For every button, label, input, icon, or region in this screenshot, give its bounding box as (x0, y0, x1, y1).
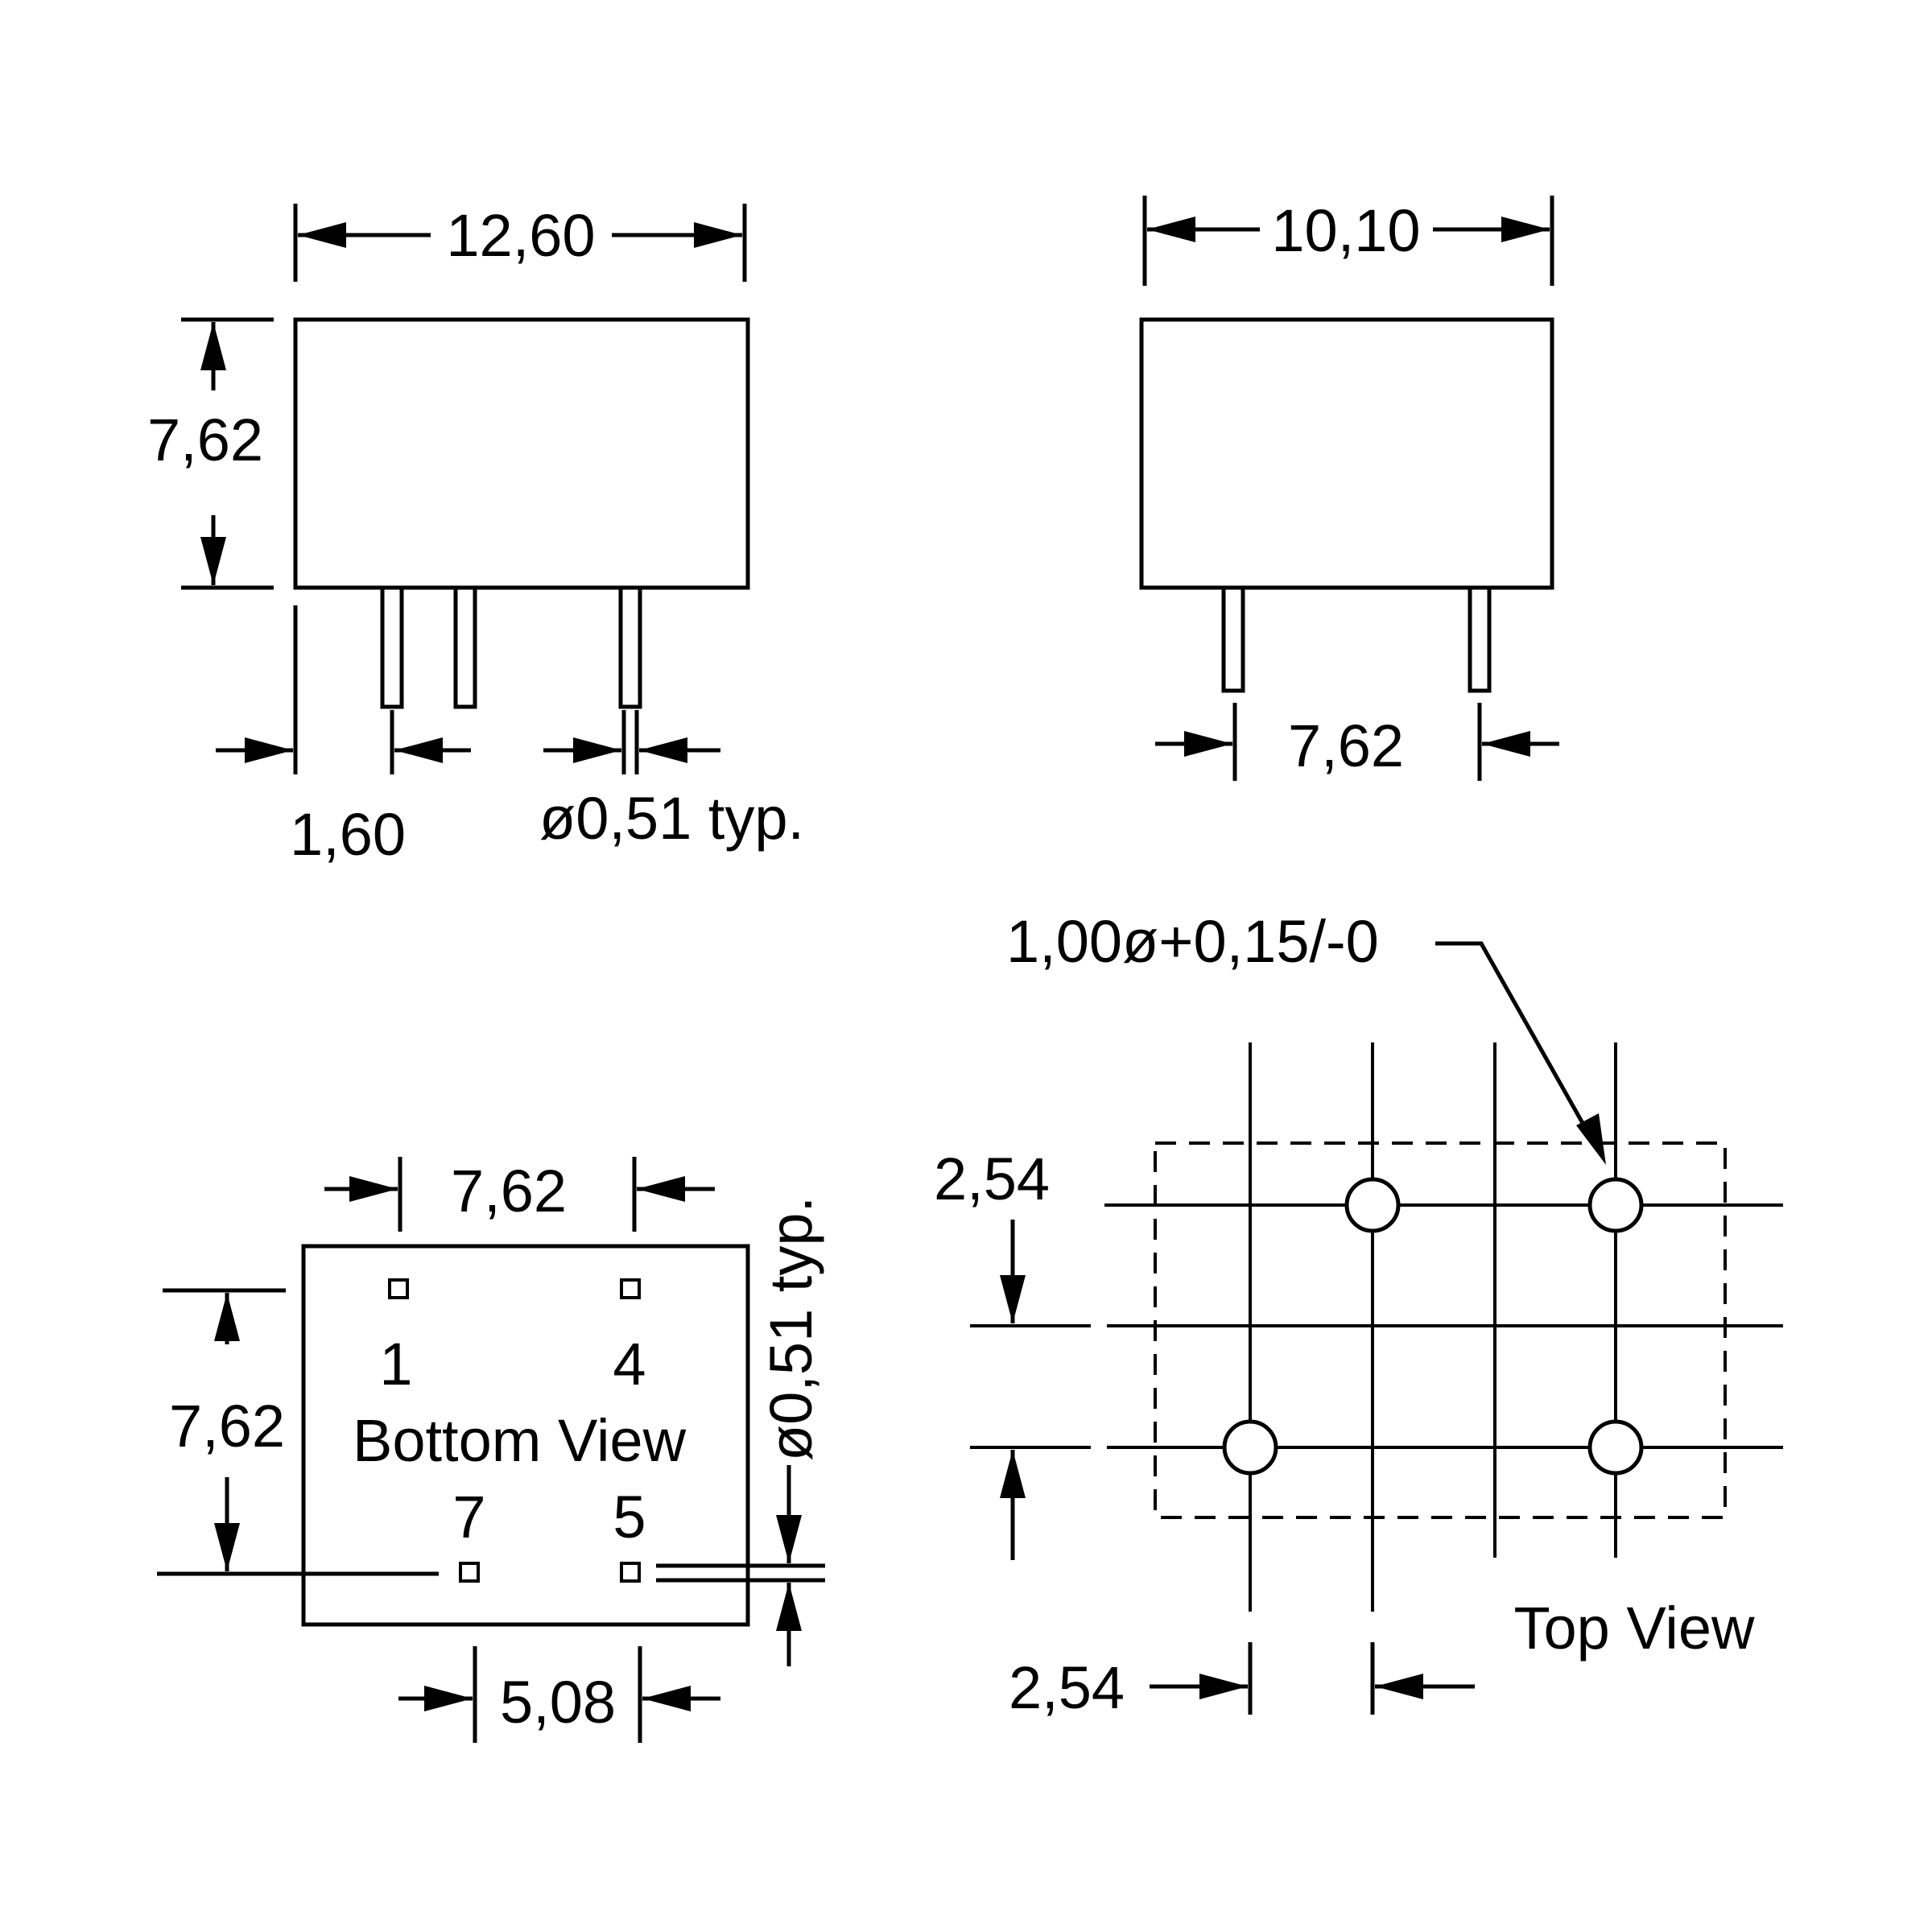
hole-callout: 1,00ø+0,15/-0 (1006, 908, 1606, 1165)
bottom-view-pad-4 (620, 1278, 641, 1299)
bottom-view-pad-1 (388, 1278, 409, 1299)
pin-number-5: 5 (613, 1484, 646, 1550)
bottom-view-pin-diameter-label: ø0,51 typ. (758, 1196, 824, 1461)
mounting-hole (1587, 1177, 1644, 1233)
bottom-view-height-label: 7,62 (169, 1393, 285, 1459)
top-view-outline (1154, 1141, 1727, 1519)
bottom-view-pad-5 (620, 1562, 641, 1583)
side-view-pitch-dimension: 1,60 (216, 605, 471, 868)
top-view-horizontal-spacing-label: 2,54 (1009, 1654, 1125, 1721)
side-view-body (293, 317, 750, 590)
top-view: 1,00ø+0,15/-0 2,54 2,54 Top View (934, 908, 1783, 1721)
side-view: 12,60 7,62 1,60 (147, 202, 804, 868)
end-view-width-dimension: 10,10 (1142, 196, 1554, 286)
bottom-view-bottom-spacing-label: 5,08 (500, 1669, 616, 1736)
top-view-vertical-spacing-label: 2,54 (934, 1146, 1050, 1212)
end-view-pin (1221, 585, 1245, 693)
top-view-horizontal-spacing-dimension: 2,54 (1009, 1642, 1475, 1721)
bottom-view-top-spacing-dimension: 7,62 (324, 1157, 715, 1232)
mounting-hole (1344, 1177, 1401, 1233)
bottom-view-height-dimension: 7,62 (157, 1288, 439, 1576)
end-view-pin (1468, 585, 1492, 693)
side-view-pin (380, 585, 404, 709)
mounting-hole (1222, 1419, 1278, 1476)
top-view-title: Top View (1514, 1595, 1755, 1662)
bottom-view-title: Bottom View (353, 1407, 687, 1474)
hole-callout-label: 1,00ø+0,15/-0 (1006, 908, 1379, 975)
bottom-view-pin-diameter-dimension: ø0,51 typ. (656, 1196, 825, 1666)
pin-number-1: 1 (379, 1331, 412, 1397)
pin-number-7: 7 (452, 1484, 485, 1550)
bottom-view: 1 4 Bottom View 7 5 7,62 7,62 (157, 1157, 825, 1743)
side-view-width-dimension: 12,60 (293, 202, 747, 282)
side-view-height-label: 7,62 (147, 407, 263, 473)
side-view-width-label: 12,60 (446, 202, 595, 269)
side-view-pin (618, 585, 642, 709)
end-view-pin-spacing-label: 7,62 (1288, 712, 1404, 779)
end-view-pin-spacing-dimension: 7,62 (1155, 703, 1559, 781)
top-view-vertical-spacing-dimension: 2,54 (934, 1146, 1050, 1560)
side-view-pin (453, 585, 477, 709)
bottom-view-body (301, 1244, 750, 1627)
bottom-view-pad-7 (459, 1562, 480, 1583)
bottom-view-top-spacing-label: 7,62 (451, 1158, 567, 1224)
side-view-pitch-label: 1,60 (290, 801, 406, 868)
end-view-width-label: 10,10 (1271, 197, 1420, 264)
side-view-pin-diameter-dimension: ø0,51 typ. (539, 710, 804, 852)
end-view-body (1139, 317, 1554, 590)
side-view-height-dimension: 7,62 (147, 317, 274, 590)
side-view-pin-diameter-label: ø0,51 typ. (539, 785, 804, 852)
bottom-view-bottom-spacing-dimension: 5,08 (398, 1646, 720, 1743)
end-view: 10,10 7,62 (1139, 196, 1559, 781)
pin-number-4: 4 (613, 1331, 646, 1397)
mounting-hole (1587, 1419, 1644, 1476)
